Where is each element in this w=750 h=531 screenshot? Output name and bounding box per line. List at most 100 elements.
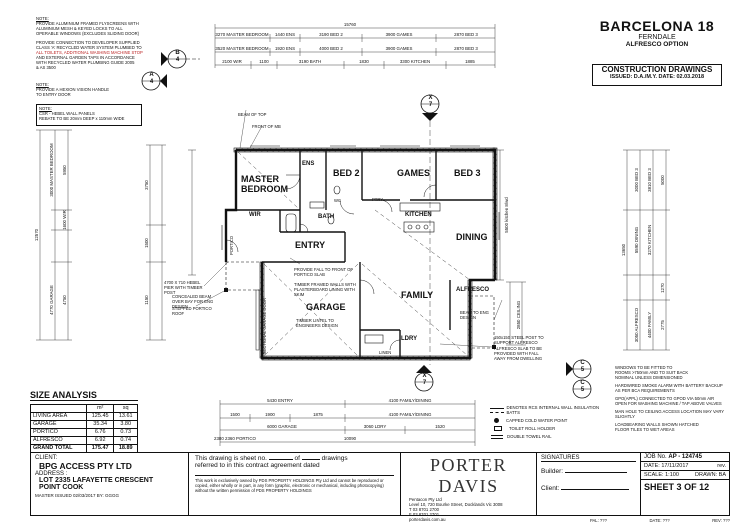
section-marker-label: C 5 [578,380,587,393]
svg-text:1270: 1270 [660,283,665,293]
client-cell: CLIENT: BPG ACCESS PTY LTD ADDRESS : LOT… [31,453,189,515]
svg-text:3300 KITCHEN: 3300 KITCHEN [400,59,430,64]
insulation-icon [490,407,504,413]
windows [221,145,500,250]
size-analysis-title: SIZE ANALYSIS [30,390,138,401]
house-title: BARCELONA 18 [599,18,715,34]
construction-stamp: CONSTRUCTION DRAWINGS ISSUED: D.A./M.Y. … [592,64,722,86]
issued-label: ISSUED: D.A./M.Y. DATE: 02.03.2018 [609,74,705,80]
note-line: ALUMINIUM MESH & KEYED LOCKS TO ALL [36,26,123,31]
room-wir: WIR [249,212,261,218]
sheet-note-2: referred to in this contract agreement d… [195,462,320,469]
note-line: ROOMS >750mm AND TO SUIT BACK [615,370,689,375]
legend-label: TOILET ROLL HOLDER [509,426,556,431]
room-entry: ENTRY [295,240,326,250]
room-master: MASTER BEDROOM [241,174,288,194]
signatures-cell: SIGNATURES Builder: Client: [537,453,641,515]
drawn-label: DRAWN: [695,472,718,478]
room-label: MASTER [241,174,279,184]
table-cell: PORTICO [30,428,87,437]
room-bed3: BED 3 [454,168,481,178]
svg-text:4400 FAMILY: 4400 FAMILY [647,312,652,338]
section-marker-x7-top [420,94,440,121]
builder-label: Builder: [541,468,564,475]
svg-text:1100: 1100 [259,59,269,64]
date-label: DATE: [644,463,660,469]
note-line: CLASS 'A' RECYCLED WATER SYSTEM PLUMBED … [36,45,142,50]
note-line: GPO(APPL) CONNECTED TO GPOD VIA 50mm AIR… [615,396,722,406]
table-row: LIVING AREA 125.45 13.61 [30,412,138,421]
address-line2: POINT COOK [39,484,84,491]
annotation-timber-lintel: TIMBER LINTEL TO ENGINEERS DESIGN [296,318,338,328]
footer-text: PAL: ??? [590,518,607,523]
table-header: m² sq [30,404,138,413]
marker-letter: B [175,50,180,56]
table-cell: 6.92 [85,436,115,445]
legend-item: TOILET ROLL HOLDER [490,426,610,431]
annotation-concealed: CONCEALED BEAM OVER BAY FOR ENG DESIGN [172,294,214,309]
note-line: NOTE: [36,82,49,87]
sheet-of: OF [684,482,697,492]
bottom-dimensions [219,400,476,446]
table-cell: 13.61 [113,412,138,421]
note-line: PROVIDE A HEXION VISION HANDLE [36,87,110,92]
svg-text:1885: 1885 [465,59,475,64]
svg-text:1500: 1500 [144,238,149,248]
master-issued: MASTER ISSUED 02/03/2017 BY: GGGG [35,493,120,498]
svg-text:1900: 1900 [265,412,275,417]
legend-item: CAPPED COLD WATER POINT [490,418,610,423]
table-cell: 35.34 [85,420,115,429]
legend-label: CAPPED COLD WATER POINT [506,418,568,423]
legend-label: DOUBLE TOWEL RAIL [507,434,552,439]
svg-text:1500: 1500 [230,412,240,417]
marker-number: 4 [175,57,180,63]
brand-cell: PORTER DAVIS Pentacon Pty Ltd Level 10, … [401,453,537,522]
svg-text:1830: 1830 [359,59,369,64]
room-wc: WC [334,198,341,203]
svg-text:3190 BATH: 3190 BATH [299,59,321,64]
room-family: FAMILY [401,290,434,300]
svg-text:3270 MASTER BEDROOM: 3270 MASTER BEDROOM [215,32,269,37]
title-block-top: BARCELONA 18 FERNDALE ALFRESCO OPTION [592,18,722,48]
note-line: FLOOR TILES TO WET AREAS [615,427,675,432]
facade-name: FERNDALE [638,34,676,41]
sheet-row: SHEET 3 OF 12 [641,480,729,494]
scale-value: 1:100 [665,472,679,478]
client-sig: Client: [541,485,636,492]
water-point-icon [494,418,499,423]
svg-text:4000 BED 2: 4000 BED 2 [319,46,343,51]
note-line: PROVIDE ALUMINIUM FRAMED FLYSCREENS WITH [36,21,139,26]
svg-text:4100 FAMILY/DINING: 4100 FAMILY/DINING [389,398,432,403]
builder-signature-line[interactable] [564,472,627,473]
brand-line: T 03 8701 2700 [409,507,440,512]
room-games: GAMES [397,168,431,178]
marker-letter: X [422,373,427,379]
table-header-cell [30,404,87,413]
toilet-roll-icon [494,426,502,431]
left-dimensions [36,129,196,341]
room-bath: BATH [318,214,335,220]
svg-text:4770 GARAGE: 4770 GARAGE [49,285,54,315]
marker-letter: C [580,360,585,366]
brand-line: Pentacon Pty Ltd [409,497,442,502]
svg-text:3000 MASTER BEDROOM: 3000 MASTER BEDROOM [49,143,54,197]
note-line: NOMINAL UNLESS DIMENSIONED [615,375,683,380]
marker-number: 4 [149,79,154,85]
overall-width-top: 15760 [344,22,357,27]
scale-row: SCALE: 1:100 DRAWN: BA [641,471,729,480]
section-marker-x7-bottom [414,365,434,392]
client-signature-line[interactable] [561,489,630,490]
svg-text:5950: 5950 [62,165,67,175]
note-line: WITH RECYCLED WATER PLUMBING GUIDE 2005 [36,60,135,65]
note-line: WINDOWS TO BE FITTED TO [615,365,673,370]
table-row: GARAGE 35.34 3.80 [30,420,138,429]
room-ldry: LDRY [401,336,418,342]
svg-text:3000 BED 3: 3000 BED 3 [634,168,639,192]
svg-text:1920 ENS: 1920 ENS [275,46,295,51]
table-header-cell: m² [85,404,115,413]
legend-item: DENOTES RCS INTERNAL WALL INSULATION BAT… [490,405,610,415]
top-dimensions [214,24,496,69]
annotation-provide-fall: PROVIDE FALL TO FRONT OF PORTICO SLAB [294,267,353,277]
svg-text:13650: 13650 [621,243,626,256]
